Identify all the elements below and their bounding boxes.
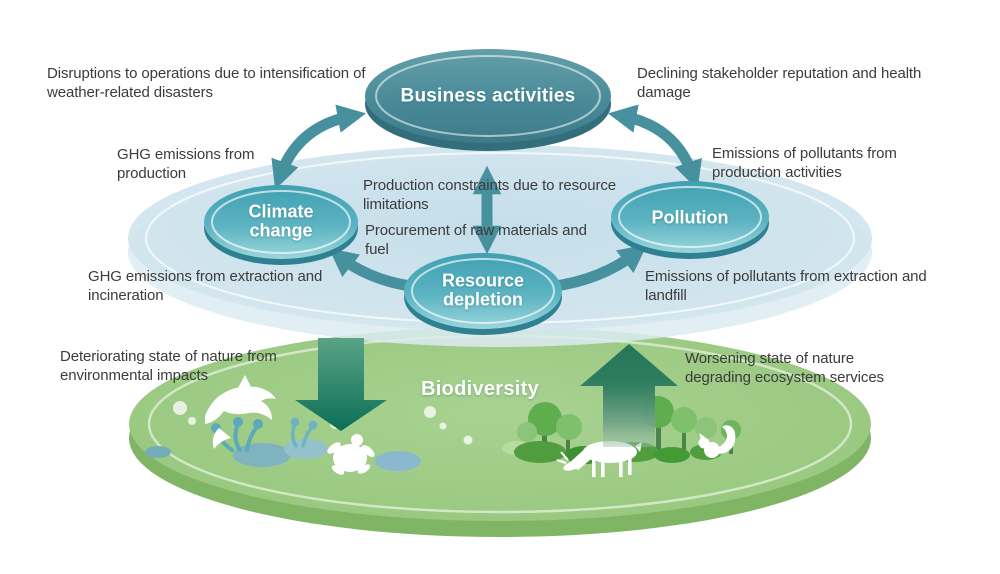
rock-icon bbox=[375, 451, 421, 471]
annotation-worsening-nature: Worsening state of nature degrading ecos… bbox=[685, 350, 884, 387]
annotation-weather-disasters: Disruptions to operations due to intensi… bbox=[47, 65, 366, 102]
node-climate-change bbox=[204, 185, 358, 265]
annotation-pollutants-production: Emissions of pollutants from production … bbox=[712, 145, 897, 182]
annotation-production-constraints: Production constraints due to resource l… bbox=[363, 177, 617, 214]
business-activities-label: Business activities bbox=[400, 85, 576, 107]
impact-down-arrow-icon bbox=[295, 338, 387, 431]
marine-scene bbox=[145, 375, 473, 475]
node-business-activities bbox=[365, 49, 611, 151]
dolphin-icon bbox=[205, 375, 276, 449]
biodiversity-label: Biodiversity bbox=[420, 378, 540, 401]
two-way-arrow-icon bbox=[271, 104, 367, 190]
pollution-label: Pollution bbox=[651, 207, 729, 228]
biodiversity-disc bbox=[129, 327, 871, 537]
impact-up-arrow-icon bbox=[580, 344, 678, 447]
resource-depletion-label: Resource depletion bbox=[441, 270, 525, 310]
annotation-stakeholder-reputation: Declining stakeholder reputation and hea… bbox=[637, 65, 922, 102]
land-scene bbox=[502, 396, 741, 477]
deer-icon bbox=[556, 441, 642, 477]
annotation-pollutants-extraction: Emissions of pollutants from extraction … bbox=[645, 268, 927, 305]
rock-icon bbox=[233, 443, 291, 467]
rock-icon bbox=[284, 439, 328, 459]
rock-icon bbox=[145, 446, 171, 458]
seaweed-icon bbox=[290, 417, 318, 448]
squirrel-icon bbox=[698, 425, 736, 458]
two-way-arrow-icon bbox=[607, 104, 702, 190]
annotation-ghg-extraction: GHG emissions from extraction and incine… bbox=[88, 268, 323, 305]
annotation-deteriorating-nature: Deteriorating state of nature from envir… bbox=[60, 348, 277, 385]
node-pollution bbox=[611, 181, 769, 259]
annotation-procurement: Procurement of raw materials and fuel bbox=[365, 222, 587, 259]
turtle-icon bbox=[327, 434, 375, 475]
annotation-ghg-production: GHG emissions from production bbox=[117, 146, 255, 183]
node-resource-depletion bbox=[404, 253, 562, 335]
climate-change-label: Climate change bbox=[248, 201, 314, 241]
tree-icon bbox=[517, 402, 582, 456]
